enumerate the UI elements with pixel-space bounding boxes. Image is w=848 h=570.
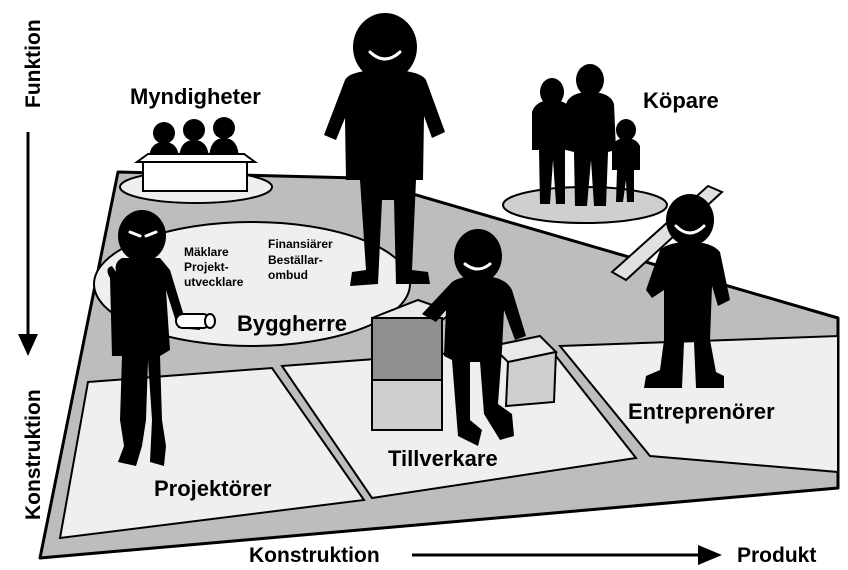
official-figure — [209, 117, 239, 158]
official-figure — [149, 122, 179, 158]
box-left-lower — [371, 379, 443, 431]
zone-entreprenorer — [557, 334, 839, 474]
horizontal-axis: Konstruktion Produkt — [249, 544, 816, 567]
axis-label-funktion: Funktion — [22, 19, 45, 108]
label-utvecklare: utvecklare — [184, 275, 244, 289]
label-finansiarer: Finansiärer — [268, 237, 333, 251]
box-left-upper — [371, 317, 443, 381]
box-right-front — [504, 350, 558, 408]
buyer-figure — [532, 78, 572, 204]
label-bestallar: Beställar- — [268, 253, 323, 267]
label-entreprenorer: Entreprenörer — [628, 399, 775, 424]
central-figure — [324, 13, 445, 286]
label-projektorer: Projektörer — [154, 476, 272, 501]
horizontal-axis-arrowhead — [698, 545, 722, 565]
desk-front — [142, 161, 248, 192]
myndigheter-group — [133, 117, 259, 192]
axis-label-konstruktion-vertical: Konstruktion — [22, 389, 45, 520]
child-figure — [612, 119, 640, 202]
projektor-figure — [107, 210, 216, 466]
entreprenor-figure — [610, 184, 730, 388]
label-maklare: Mäklare — [184, 245, 229, 259]
label-ombud: ombud — [268, 268, 308, 282]
label-myndigheter: Myndigheter — [130, 84, 261, 109]
vertical-axis: Funktion Konstruktion — [18, 19, 45, 520]
boxes — [371, 298, 559, 431]
kopare-group — [532, 64, 640, 206]
axis-label-konstruktion-horizontal: Konstruktion — [249, 544, 380, 567]
vertical-axis-arrowhead — [18, 334, 38, 356]
desk-top — [133, 153, 259, 163]
blueprint-roll — [175, 313, 216, 329]
official-figure — [179, 119, 209, 158]
buyer-figure — [566, 64, 616, 206]
label-byggherre: Byggherre — [237, 311, 347, 336]
label-kopare: Köpare — [643, 88, 719, 113]
label-tillverkare: Tillverkare — [388, 446, 498, 471]
tillverkare-figure — [422, 229, 526, 446]
label-projekt: Projekt- — [184, 260, 229, 274]
axis-label-produkt: Produkt — [737, 544, 816, 567]
